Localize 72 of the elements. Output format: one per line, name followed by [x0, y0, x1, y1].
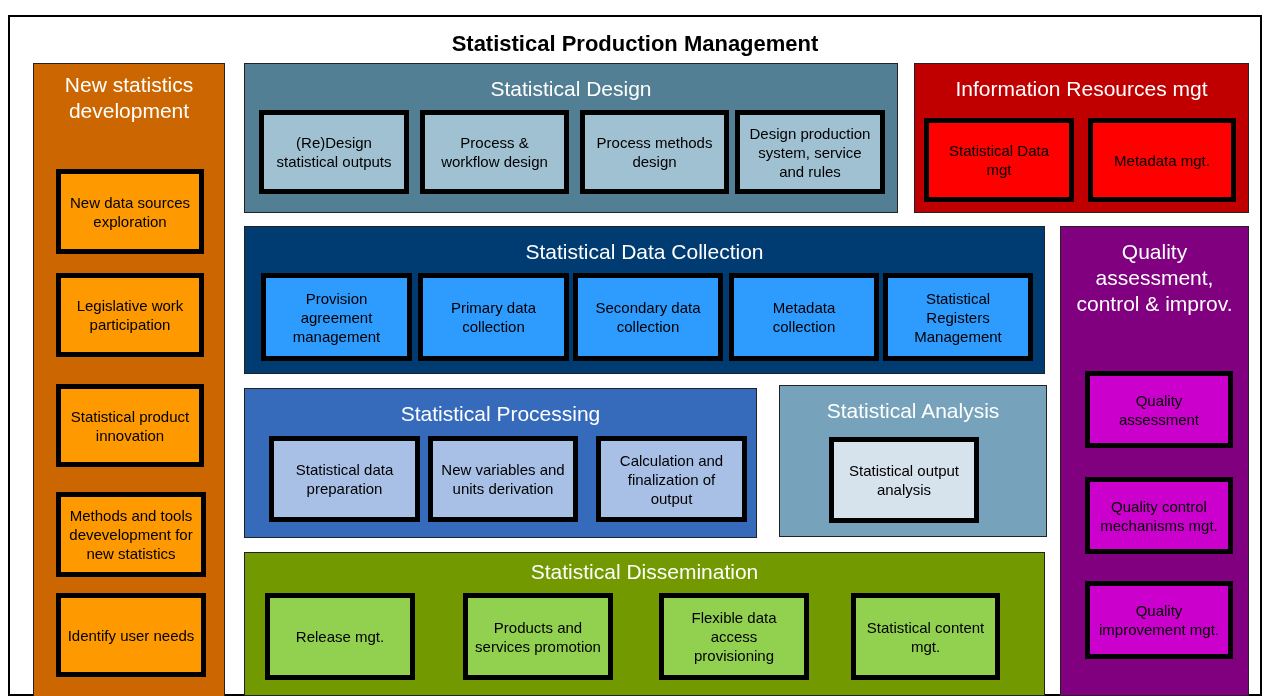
box-label: Metadata collection — [771, 298, 837, 336]
box-label: Quality improvement mgt. — [1097, 601, 1220, 639]
process-box — [463, 593, 613, 680]
process-box — [729, 273, 879, 361]
process-box — [1085, 581, 1233, 659]
process-box — [924, 118, 1074, 202]
box-label: Legislative work participation — [75, 296, 185, 334]
process-box — [420, 110, 569, 194]
group-panel — [779, 385, 1047, 537]
process-box — [56, 593, 206, 677]
process-box — [829, 437, 979, 523]
group-title: New statistics development — [63, 72, 195, 124]
box-label: Provision agreement management — [291, 288, 382, 346]
group-panel — [244, 226, 1045, 374]
process-box — [596, 436, 747, 522]
process-box — [735, 110, 885, 194]
box-label: Statistical data preparation — [294, 460, 395, 498]
process-box — [56, 273, 204, 357]
process-box — [1085, 371, 1233, 448]
box-label: Quality control mechanisms mgt. — [1099, 496, 1219, 535]
process-box — [428, 436, 578, 522]
process-box — [259, 110, 409, 194]
group-panel — [914, 63, 1249, 213]
box-label: Release mgt. — [294, 627, 386, 646]
group-title: Statistical Design — [489, 76, 653, 102]
group-title: Statistical Analysis — [825, 398, 1001, 424]
box-label: Identify user needs — [66, 625, 196, 645]
box-label: Statistical output analysis — [847, 461, 961, 499]
diagram-frame — [8, 15, 1262, 696]
process-box — [56, 492, 206, 577]
process-box — [573, 273, 723, 361]
box-label: Design production system, service and rules — [748, 123, 872, 181]
box-label: Metadata mgt. — [1113, 150, 1211, 170]
box-label: Flexible data access provisioning — [690, 608, 778, 665]
process-box — [56, 169, 204, 254]
process-box — [269, 436, 420, 522]
box-label: Statistical Registers Management — [913, 288, 1003, 346]
process-box — [56, 384, 204, 467]
box-label: Secondary data collection — [594, 298, 702, 336]
process-box — [1088, 118, 1236, 202]
process-box — [883, 273, 1033, 361]
group-title: Statistical Dissemination — [529, 559, 760, 585]
process-box — [580, 110, 729, 194]
group-panel — [244, 552, 1045, 696]
group-title: Quality assessment, control & improv. — [1075, 239, 1234, 317]
group-title: Statistical Production Management — [450, 31, 820, 57]
box-label: Methods and tools devevelopment for new statistics — [68, 506, 194, 563]
process-box — [1085, 477, 1233, 554]
group-title: Information Resources mgt — [954, 76, 1209, 102]
process-box — [659, 593, 809, 680]
process-box — [261, 273, 412, 361]
group-title: Statistical Processing — [399, 401, 602, 427]
process-box — [265, 593, 415, 680]
group-panel — [1060, 226, 1249, 696]
box-label: Quality assessment — [1117, 390, 1200, 429]
box-label: Process methods design — [595, 133, 714, 171]
box-label: Process & workflow design — [440, 133, 549, 171]
group-panel — [244, 63, 898, 213]
process-box — [418, 273, 569, 361]
box-label: New data sources exploration — [68, 192, 192, 231]
process-box — [851, 593, 1000, 680]
box-label: Statistical Data mgt — [947, 141, 1050, 179]
box-label: Calculation and finalization of output — [618, 450, 725, 508]
box-label: Primary data collection — [450, 298, 537, 336]
group-title: Statistical Data Collection — [524, 239, 765, 265]
box-label: Statistical product innovation — [69, 406, 191, 445]
box-label: Statistical content mgt. — [865, 617, 986, 656]
box-label: Products and services promotion — [474, 617, 602, 656]
box-label: (Re)Design statistical outputs — [275, 133, 393, 171]
group-panel — [244, 388, 757, 538]
group-panel — [33, 63, 225, 696]
box-label: New variables and units derivation — [440, 460, 566, 498]
